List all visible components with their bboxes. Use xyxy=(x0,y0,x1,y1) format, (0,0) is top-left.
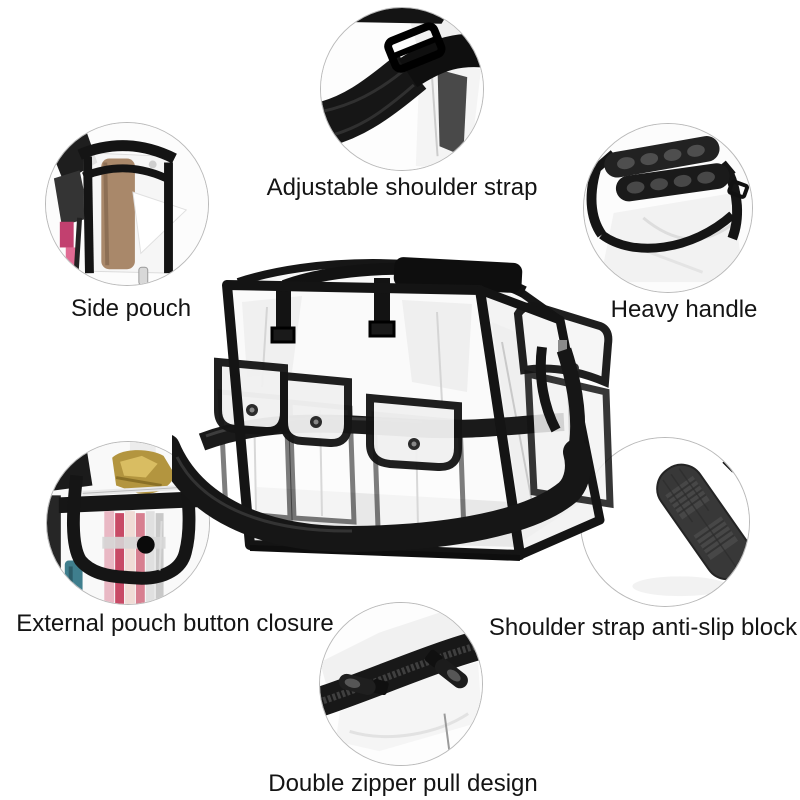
label-external-pouch-button-closure: External pouch button closure xyxy=(16,610,334,637)
anti-slip-pad xyxy=(656,463,749,581)
shoulder-strap xyxy=(172,435,591,553)
strap-slider-buckle xyxy=(384,22,446,73)
pouch-trim xyxy=(67,474,196,585)
callout-circle-side-pouch xyxy=(45,122,209,286)
callout-circle-double-zipper xyxy=(319,602,483,766)
zipper-pulls-closeup-icon xyxy=(320,603,482,765)
label-adjustable-shoulder-strap: Adjustable shoulder strap xyxy=(266,174,538,201)
callout-circle-heavy-handle xyxy=(583,123,753,293)
pocket-flap xyxy=(280,371,352,448)
label-double-zipper-pull-design: Double zipper pull design xyxy=(268,770,538,797)
callout-circle-adjustable-strap xyxy=(320,7,484,171)
label-side-pouch: Side pouch xyxy=(70,295,192,322)
button-hole xyxy=(136,535,155,554)
zipper-pull-left xyxy=(338,673,389,696)
molded-handle-closeup-icon xyxy=(584,124,752,292)
strap-buckle-closeup-icon xyxy=(321,8,483,170)
pocket-flap xyxy=(214,357,288,436)
zipper-pull xyxy=(138,266,149,285)
pouch-contents xyxy=(101,158,135,270)
pocket-flap xyxy=(366,393,462,472)
label-shoulder-strap-anti-slip-block: Shoulder strap anti-slip block xyxy=(488,614,798,641)
side-trim xyxy=(475,285,605,560)
side-pouch-closeup-icon xyxy=(46,123,208,285)
zipper-pull-right xyxy=(424,649,468,689)
makeup-brush xyxy=(104,511,115,604)
strap-segment xyxy=(722,439,749,473)
molded-handle-lower xyxy=(615,163,730,202)
molded-handle-upper xyxy=(604,136,720,178)
label-heavy-handle: Heavy handle xyxy=(610,296,758,323)
product-photo-clear-bag xyxy=(172,252,632,582)
